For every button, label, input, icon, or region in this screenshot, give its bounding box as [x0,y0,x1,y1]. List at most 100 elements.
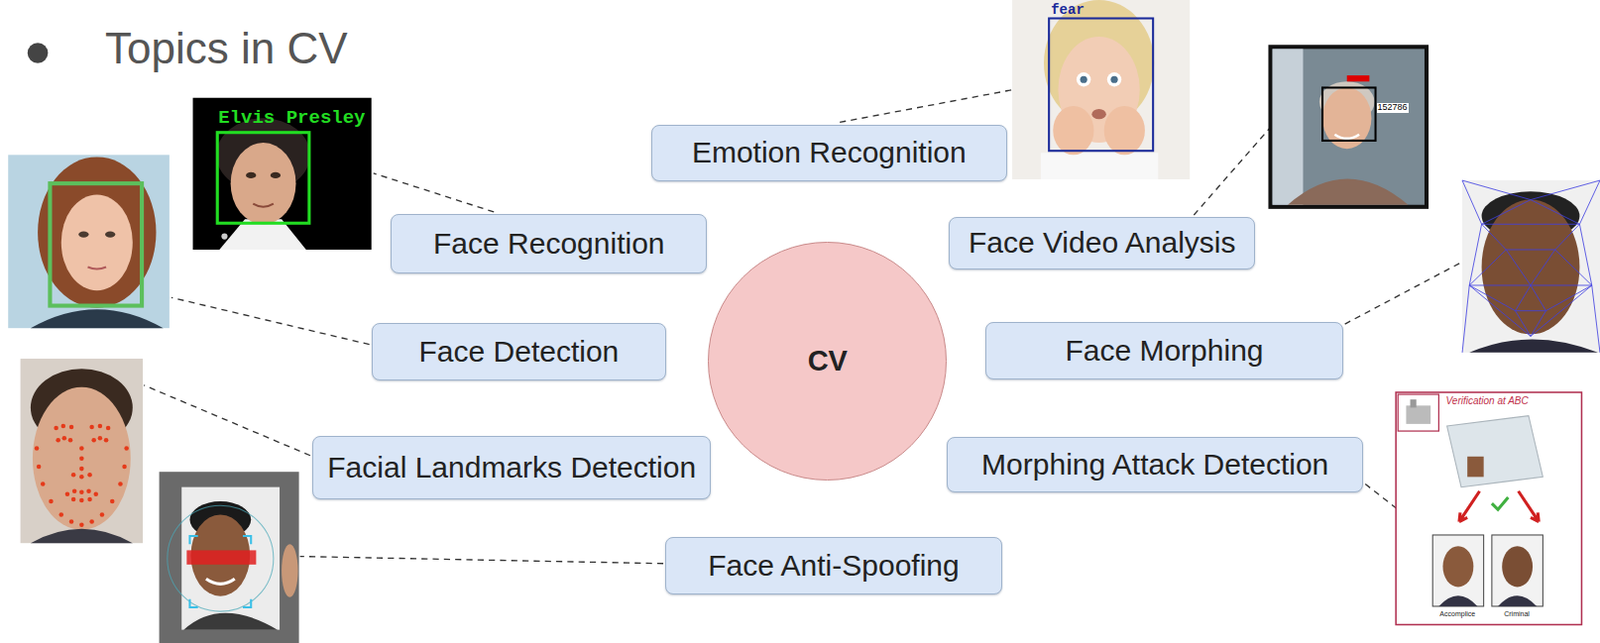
verification-figure [1397,394,1439,432]
landmarks-photo [98,436,104,442]
fear-photo [1012,0,1190,180]
woman-photo [30,309,164,329]
elvis-photo [230,142,297,225]
bullet-dot [27,42,49,64]
anti-spoofing-photo [206,578,235,584]
verification-figure [1395,392,1582,626]
landmarks-photo [48,499,54,505]
morphing-photo [1462,180,1600,353]
topic-box: Face Morphing [985,322,1343,380]
anti-spoofing-photo [167,505,274,612]
morphing-photo [1462,180,1600,353]
landmarks-photo [68,438,74,444]
track-id: 152786 [1376,103,1409,114]
woman-photo [7,154,170,329]
leader-line [143,90,1463,565]
leader-line [373,173,494,213]
woman-photo [88,266,108,269]
landmarks-photo [79,474,85,480]
topic-label: Emotion Recognition [691,135,967,171]
woman-photo [78,230,89,237]
photo-caption: Accomplice [1438,610,1477,619]
landmarks-photo [55,438,61,444]
video-photo [1322,87,1376,140]
woman-photo [37,156,156,308]
fear-photo [1104,106,1145,155]
landmarks-photo [34,424,129,528]
verification-figure [1501,546,1533,587]
landmarks-photo [106,426,112,432]
landmarks-photo [93,492,99,498]
topic-label: Face Anti-Spoofing [707,549,960,584]
landmarks-photo [20,358,144,544]
landmarks-photo [20,358,144,544]
leader-line [171,297,370,344]
fear-photo [1076,72,1091,87]
anti-spoofing-photo [159,471,300,643]
elvis-photo [245,172,256,179]
landmarks-photo [98,424,104,430]
fear-photo [1048,18,1153,152]
landmarks-photo [110,499,115,505]
landmarks-photo [117,481,123,487]
landmarks-photo [65,492,71,498]
anti-spoofing-photo [186,550,256,565]
landmarks-photo [62,436,68,442]
video-photo [1272,48,1304,205]
landmarks-photo [32,387,131,531]
photo-caption: Criminal [1502,610,1531,619]
video-photo [1267,44,1429,210]
video-photo [1267,44,1429,210]
verification-figure [1442,546,1474,587]
verification-figure [1467,457,1484,478]
elvis-photo [252,204,274,208]
center-label: CV [807,344,848,378]
verification-figure [1432,535,1484,607]
topic-label: Morphing Attack Detection [981,448,1329,483]
morphing-photo [1482,200,1581,336]
landmarks-photo [61,424,67,430]
morphing-photo [1469,339,1599,352]
topic-box: Face Anti-Spoofing [665,537,1003,595]
landmarks-photo [89,425,95,431]
leader-line [839,90,1014,123]
landmarks-photo [121,464,127,470]
woman-photo [7,154,170,329]
elvis-photo [217,132,310,225]
leader-line [143,385,311,457]
elvis-photo [270,172,281,179]
anti-spoofing-photo [281,544,298,597]
anti-spoofing-photo [159,471,300,643]
topic-box: Face Recognition [390,214,707,274]
leader-line [1193,127,1270,216]
landmarks-photo [34,446,40,452]
leader-line [300,557,664,565]
slide-title: Topics in CV [105,24,348,73]
woman-photo [49,183,142,306]
emotion-tag: fear [1050,2,1085,18]
topic-label: Face Morphing [1064,334,1263,369]
fear-photo [1107,72,1122,87]
video-photo [1347,75,1371,82]
anti-spoofing-photo [183,613,278,631]
landmarks-photo [72,488,78,494]
woman-photo [105,230,115,237]
leader-line [1345,261,1463,325]
verification-figure [1395,392,1582,626]
anti-spoofing-photo [189,536,251,608]
center-circle: CV [707,241,947,481]
figure-heading: Verification at ABC [1445,395,1530,407]
verification-figure [1447,416,1544,488]
elvis-photo [193,98,372,250]
elvis-photo [221,233,228,240]
video-photo [1287,179,1408,206]
landmarks-photo [79,522,85,528]
landmarks-photo [71,472,77,478]
elvis-photo [193,98,372,250]
landmarks-photo [69,519,75,525]
verification-figure [1459,491,1539,523]
landmarks-photo [104,438,110,444]
fear-photo [1040,152,1158,180]
landmarks-photo [40,481,46,487]
